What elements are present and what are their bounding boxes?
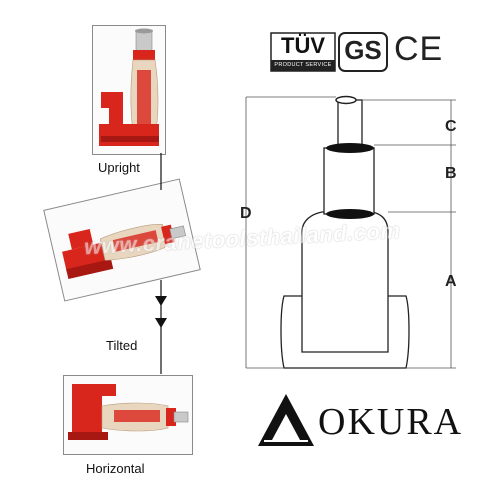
horizontal-photo bbox=[63, 375, 193, 455]
horizontal-jack-image bbox=[68, 384, 189, 440]
tuv-subtitle: PRODUCT SERVICE bbox=[274, 62, 332, 68]
tilted-caption: Tilted bbox=[106, 338, 138, 353]
dimension-label-d: D bbox=[240, 205, 252, 222]
dimension-label-a: A bbox=[445, 273, 457, 290]
saddle-top bbox=[335, 95, 357, 105]
dimension-label-b: B bbox=[445, 165, 457, 182]
tilted-photo bbox=[43, 178, 201, 302]
horizontal-caption: Horizontal bbox=[86, 461, 145, 476]
gs-mark: GS bbox=[338, 32, 388, 72]
tuv-text: TÜV bbox=[281, 33, 325, 58]
ce-mark: CE bbox=[394, 30, 444, 68]
dimension-label-c: C bbox=[445, 118, 457, 135]
ram-top-ring bbox=[326, 143, 374, 153]
gs-text: GS bbox=[344, 35, 382, 65]
upright-caption: Upright bbox=[98, 160, 140, 175]
okura-logo-icon bbox=[258, 394, 314, 446]
brand-name: OKURA bbox=[318, 401, 464, 443]
tilted-jack-image bbox=[62, 224, 186, 280]
tuv-mark: TÜV PRODUCT SERVICE bbox=[270, 32, 336, 77]
upright-photo bbox=[92, 25, 166, 155]
upright-jack-image bbox=[99, 28, 159, 146]
extension-screw-outline bbox=[337, 99, 363, 149]
middle-ram-outline bbox=[323, 147, 375, 215]
body-top-ring bbox=[326, 209, 374, 219]
